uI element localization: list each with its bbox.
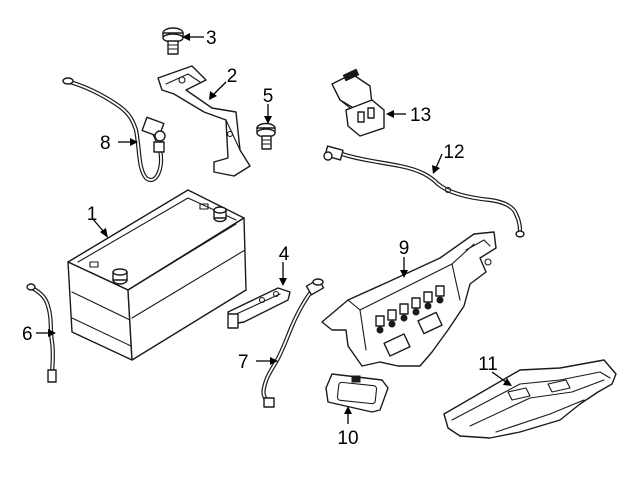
callout-labels: 1 2 3 4 5 6 7 8 9 10 11 12 13 [22, 28, 498, 449]
leader-lines [36, 33, 512, 424]
cover-part[interactable] [325, 373, 389, 413]
fuse-row [375, 285, 445, 334]
fuse-box-part[interactable] [321, 231, 497, 367]
callout-10[interactable]: 10 [337, 428, 358, 449]
long-cable-part[interactable] [323, 145, 525, 238]
callout-5[interactable]: 5 [263, 86, 274, 107]
bolt-part-5[interactable] [256, 122, 276, 150]
tray-part[interactable] [443, 359, 617, 439]
callout-6[interactable]: 6 [22, 324, 33, 345]
bracket-part[interactable] [157, 65, 251, 177]
callout-2[interactable]: 2 [227, 66, 238, 87]
ground-cable-part[interactable] [62, 77, 166, 182]
callout-4[interactable]: 4 [279, 244, 290, 265]
callout-3[interactable]: 3 [206, 28, 217, 49]
callout-8[interactable]: 8 [100, 133, 111, 154]
sensor-cable-part[interactable] [26, 283, 57, 383]
callout-1[interactable]: 1 [87, 204, 98, 225]
battery-part[interactable] [67, 189, 247, 361]
callout-12[interactable]: 12 [443, 142, 464, 163]
bolt-part-3[interactable] [162, 27, 184, 55]
callout-9[interactable]: 9 [399, 238, 410, 259]
terminal-bracket-part[interactable] [227, 287, 291, 329]
callout-11[interactable]: 11 [478, 354, 498, 375]
callout-13[interactable]: 13 [410, 105, 431, 126]
callout-7[interactable]: 7 [238, 352, 249, 373]
connector-part[interactable] [331, 68, 385, 137]
